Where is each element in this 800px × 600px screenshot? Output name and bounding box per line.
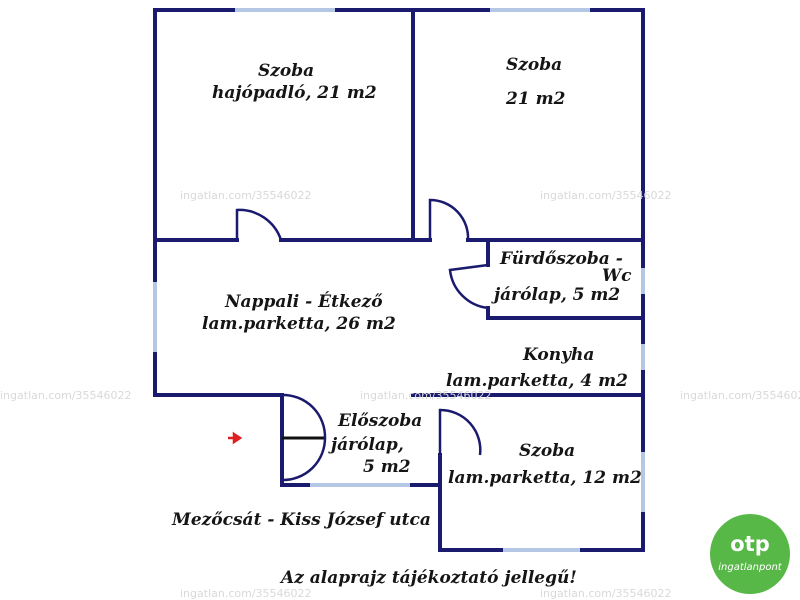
room1-name: Szoba [258, 61, 315, 81]
kitchen-name: Konyha [523, 345, 595, 365]
room3-detail: lam.parketta, 12 m2 [448, 468, 642, 488]
watermark: ingatlan.com/35546022 [0, 389, 132, 402]
watermark: ingatlan.com/35546022 [540, 189, 672, 202]
hall-area: 5 m2 [363, 457, 411, 477]
living-name: Nappali - Étkező [225, 292, 383, 312]
logo-sub: ingatlanpont [718, 562, 782, 573]
hall-detail: járólap, [331, 435, 404, 455]
watermark: ingatlan.com/35546022 [180, 189, 312, 202]
bathroom-wc: Wc [602, 266, 632, 286]
room2-detail: 21 m2 [506, 89, 566, 109]
watermark: ingatlan.com/35546022 [540, 587, 672, 600]
otp-logo: otp ingatlanpont [710, 514, 790, 594]
watermark: ingatlan.com/35546022 [180, 587, 312, 600]
bathroom-name: Fürdőszoba - [500, 249, 623, 269]
logo-brand: otp [730, 532, 770, 556]
hall-name: Előszoba [338, 411, 423, 431]
entrance-arrow [228, 431, 243, 445]
bathroom-detail: járólap, 5 m2 [494, 285, 621, 305]
living-detail: lam.parketta, 26 m2 [202, 314, 396, 334]
room2-name: Szoba [506, 55, 563, 75]
room3-name: Szoba [519, 441, 576, 461]
room1-detail: hajópadló, 21 m2 [212, 83, 377, 103]
watermark: ingatlan.com/35546022 [680, 389, 800, 402]
door-swings [235, 198, 489, 482]
windows [153, 8, 645, 552]
address: Mezőcsát - Kiss József utca [172, 510, 431, 530]
disclaimer: Az alaprajz tájékoztató jellegű! [281, 568, 577, 588]
kitchen-detail: lam.parketta, 4 m2 [446, 371, 628, 391]
watermark: ingatlan.com/35546022 [360, 389, 492, 402]
